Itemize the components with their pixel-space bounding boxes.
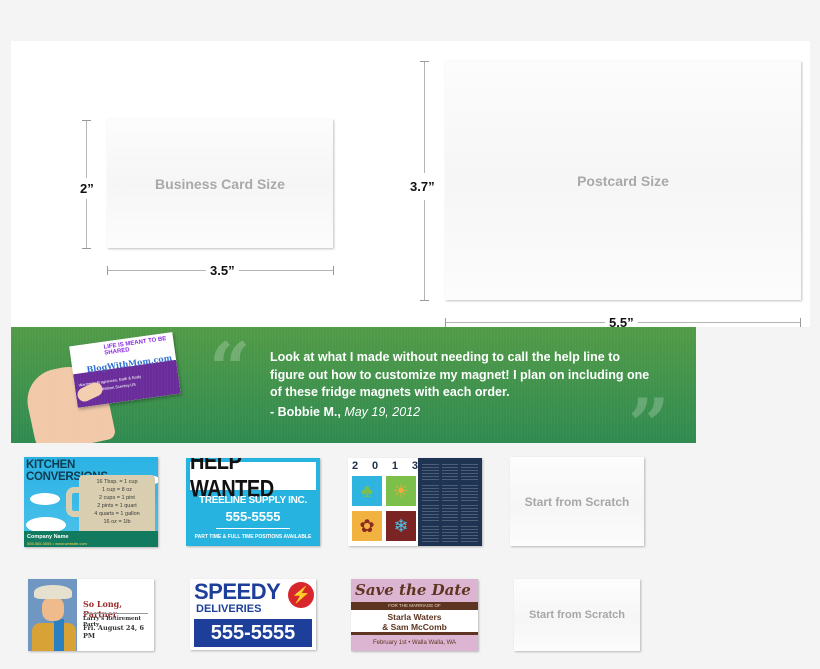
month-grid bbox=[441, 482, 459, 501]
conversion-line: 4 quarts = 1 gallon bbox=[94, 511, 140, 517]
month-grid bbox=[441, 462, 459, 480]
kitchen-footer bbox=[24, 531, 158, 547]
kitchen-contact: 555.555.5555 • www.website.com bbox=[27, 541, 87, 546]
snowflake-icon: ❄ bbox=[386, 511, 416, 541]
speedy-subtitle: DELIVERIES bbox=[196, 603, 262, 615]
help-wanted-header: HELP WANTED bbox=[190, 458, 316, 502]
help-wanted-footer: PART TIME & FULL TIME POSITIONS AVAILABL… bbox=[194, 534, 312, 540]
cloud-shape bbox=[30, 493, 60, 505]
template-help-wanted[interactable]: HELP WANTED TREELINE SUPPLY INC. 555-555… bbox=[186, 458, 320, 546]
help-wanted-title: HELP WANTED bbox=[190, 458, 274, 503]
conversion-line: 16 oz = 1lb bbox=[103, 519, 131, 525]
bc-height-label: 2” bbox=[80, 178, 94, 199]
save-date-title: Save the Date bbox=[355, 581, 471, 599]
testimonial-banner: LIFE IS MEANT TO BE SHARED BlogWithMom.c… bbox=[11, 327, 696, 443]
tick bbox=[333, 266, 334, 275]
cowboy-illustration bbox=[28, 579, 77, 651]
start-from-scratch-label: Start from Scratch bbox=[524, 494, 630, 509]
mug-handle bbox=[66, 487, 86, 517]
month-grid bbox=[422, 462, 439, 480]
size-panel: 2” Business Card Size 3.5” 3.7” Postcard… bbox=[11, 41, 810, 330]
testimonial-attribution: - Bobbie M., May 19, 2012 bbox=[270, 405, 420, 419]
month-grid bbox=[461, 482, 478, 501]
start-from-scratch-button[interactable]: Start from Scratch bbox=[510, 457, 644, 546]
divider bbox=[83, 613, 148, 614]
tick bbox=[800, 318, 801, 327]
testimonial-date: May 19, 2012 bbox=[344, 405, 421, 419]
year-digit: 3 bbox=[411, 460, 418, 472]
year-digit: 0 bbox=[371, 460, 379, 472]
tick bbox=[420, 300, 429, 301]
pc-width-label: 5.5” bbox=[605, 315, 638, 330]
conversion-line: 1 cup = 8 oz bbox=[101, 487, 133, 493]
so-long-title: So Long, Partner bbox=[83, 599, 123, 619]
conversion-list: 16 Tbsp. = 1 cup 1 cup = 8 oz 2 cups = 1… bbox=[79, 478, 155, 526]
so-long-date: Fri. August 24, 6 PM bbox=[83, 624, 144, 640]
tick bbox=[445, 318, 446, 327]
month-grid bbox=[461, 462, 478, 480]
help-wanted-company: TREELINE SUPPLY INC. bbox=[199, 495, 307, 506]
open-quote-icon: “ bbox=[209, 327, 251, 411]
month-grid bbox=[461, 524, 478, 542]
save-date-band: FOR THE MARRIAGE OF bbox=[351, 602, 478, 610]
testimonial-text: Look at what I made without needing to c… bbox=[270, 350, 650, 399]
calendar-months-grid bbox=[418, 458, 482, 546]
bc-width-label: 3.5” bbox=[206, 263, 239, 278]
save-date-footer: February 1st • Walla Walla, WA bbox=[372, 640, 457, 646]
conversion-line: 2 pints = 1 quart bbox=[97, 503, 137, 509]
start-from-scratch-label: Start from Scratch bbox=[529, 609, 625, 621]
month-grid bbox=[441, 503, 459, 522]
kitchen-company: Company Name bbox=[27, 534, 69, 540]
year-digit: 2 bbox=[352, 460, 359, 472]
lightning-bolt-icon: ⚡ bbox=[288, 582, 314, 608]
tick bbox=[420, 61, 429, 62]
conversion-line: 2 cups = 1 pint bbox=[99, 495, 135, 501]
names-panel bbox=[351, 610, 478, 635]
cowboy-hat bbox=[34, 585, 72, 599]
template-save-the-date[interactable]: Save the Date FOR THE MARRIAGE OF Starla… bbox=[351, 579, 478, 651]
save-date-name2: & Sam McComb bbox=[382, 622, 447, 632]
cloud-shape bbox=[26, 517, 66, 533]
save-date-name1: Starla Waters bbox=[387, 612, 442, 622]
tick bbox=[82, 120, 91, 121]
postcard-size-label: Postcard Size bbox=[577, 172, 669, 189]
postcard-size-option[interactable]: Postcard Size bbox=[445, 61, 801, 300]
template-kitchen-conversions[interactable]: KITCHEN CONVERSIONS 16 Tbsp. = 1 cup 1 c… bbox=[24, 457, 158, 547]
speedy-phone: 555-5555 bbox=[194, 619, 312, 647]
month-grid bbox=[461, 503, 478, 522]
speedy-title: SPEEDY bbox=[194, 579, 281, 604]
so-long-subtitle: Larry's Retirement Party bbox=[83, 616, 142, 628]
month-grid bbox=[422, 503, 439, 522]
month-grid bbox=[441, 524, 459, 542]
template-calendar-2013[interactable]: 2 0 1 3 ♣ ☀ ✿ ❄ bbox=[348, 458, 482, 546]
business-card-size-label: Business Card Size bbox=[155, 175, 285, 192]
start-from-scratch-button[interactable]: Start from Scratch bbox=[514, 579, 640, 651]
testimonial-author: - Bobbie M., bbox=[270, 405, 341, 419]
clover-icon: ♣ bbox=[352, 476, 382, 506]
leaf-icon: ✿ bbox=[352, 511, 382, 541]
divider bbox=[216, 528, 290, 529]
cowboy-face bbox=[42, 597, 64, 621]
sun-icon: ☀ bbox=[386, 476, 416, 506]
year-digit: 1 bbox=[391, 460, 399, 472]
mug-shape bbox=[79, 475, 155, 537]
pc-height-label: 3.7” bbox=[410, 173, 435, 200]
cowboy-scarf bbox=[54, 619, 64, 651]
calendar-year: 2 0 1 3 bbox=[352, 460, 418, 472]
close-quote-icon: ” bbox=[628, 382, 670, 444]
month-grid bbox=[422, 524, 439, 542]
template-so-long-partner[interactable]: So Long, Partner Larry's Retirement Part… bbox=[28, 579, 154, 651]
tick bbox=[82, 248, 91, 249]
template-speedy-deliveries[interactable]: SPEEDY DELIVERIES ⚡ 555-5555 bbox=[190, 579, 316, 650]
conversion-line: 16 Tbsp. = 1 cup bbox=[96, 479, 138, 485]
tick bbox=[107, 266, 108, 275]
business-card-size-option[interactable]: Business Card Size bbox=[107, 119, 333, 248]
help-wanted-phone: 555-5555 bbox=[225, 509, 281, 524]
month-grid bbox=[422, 482, 439, 501]
